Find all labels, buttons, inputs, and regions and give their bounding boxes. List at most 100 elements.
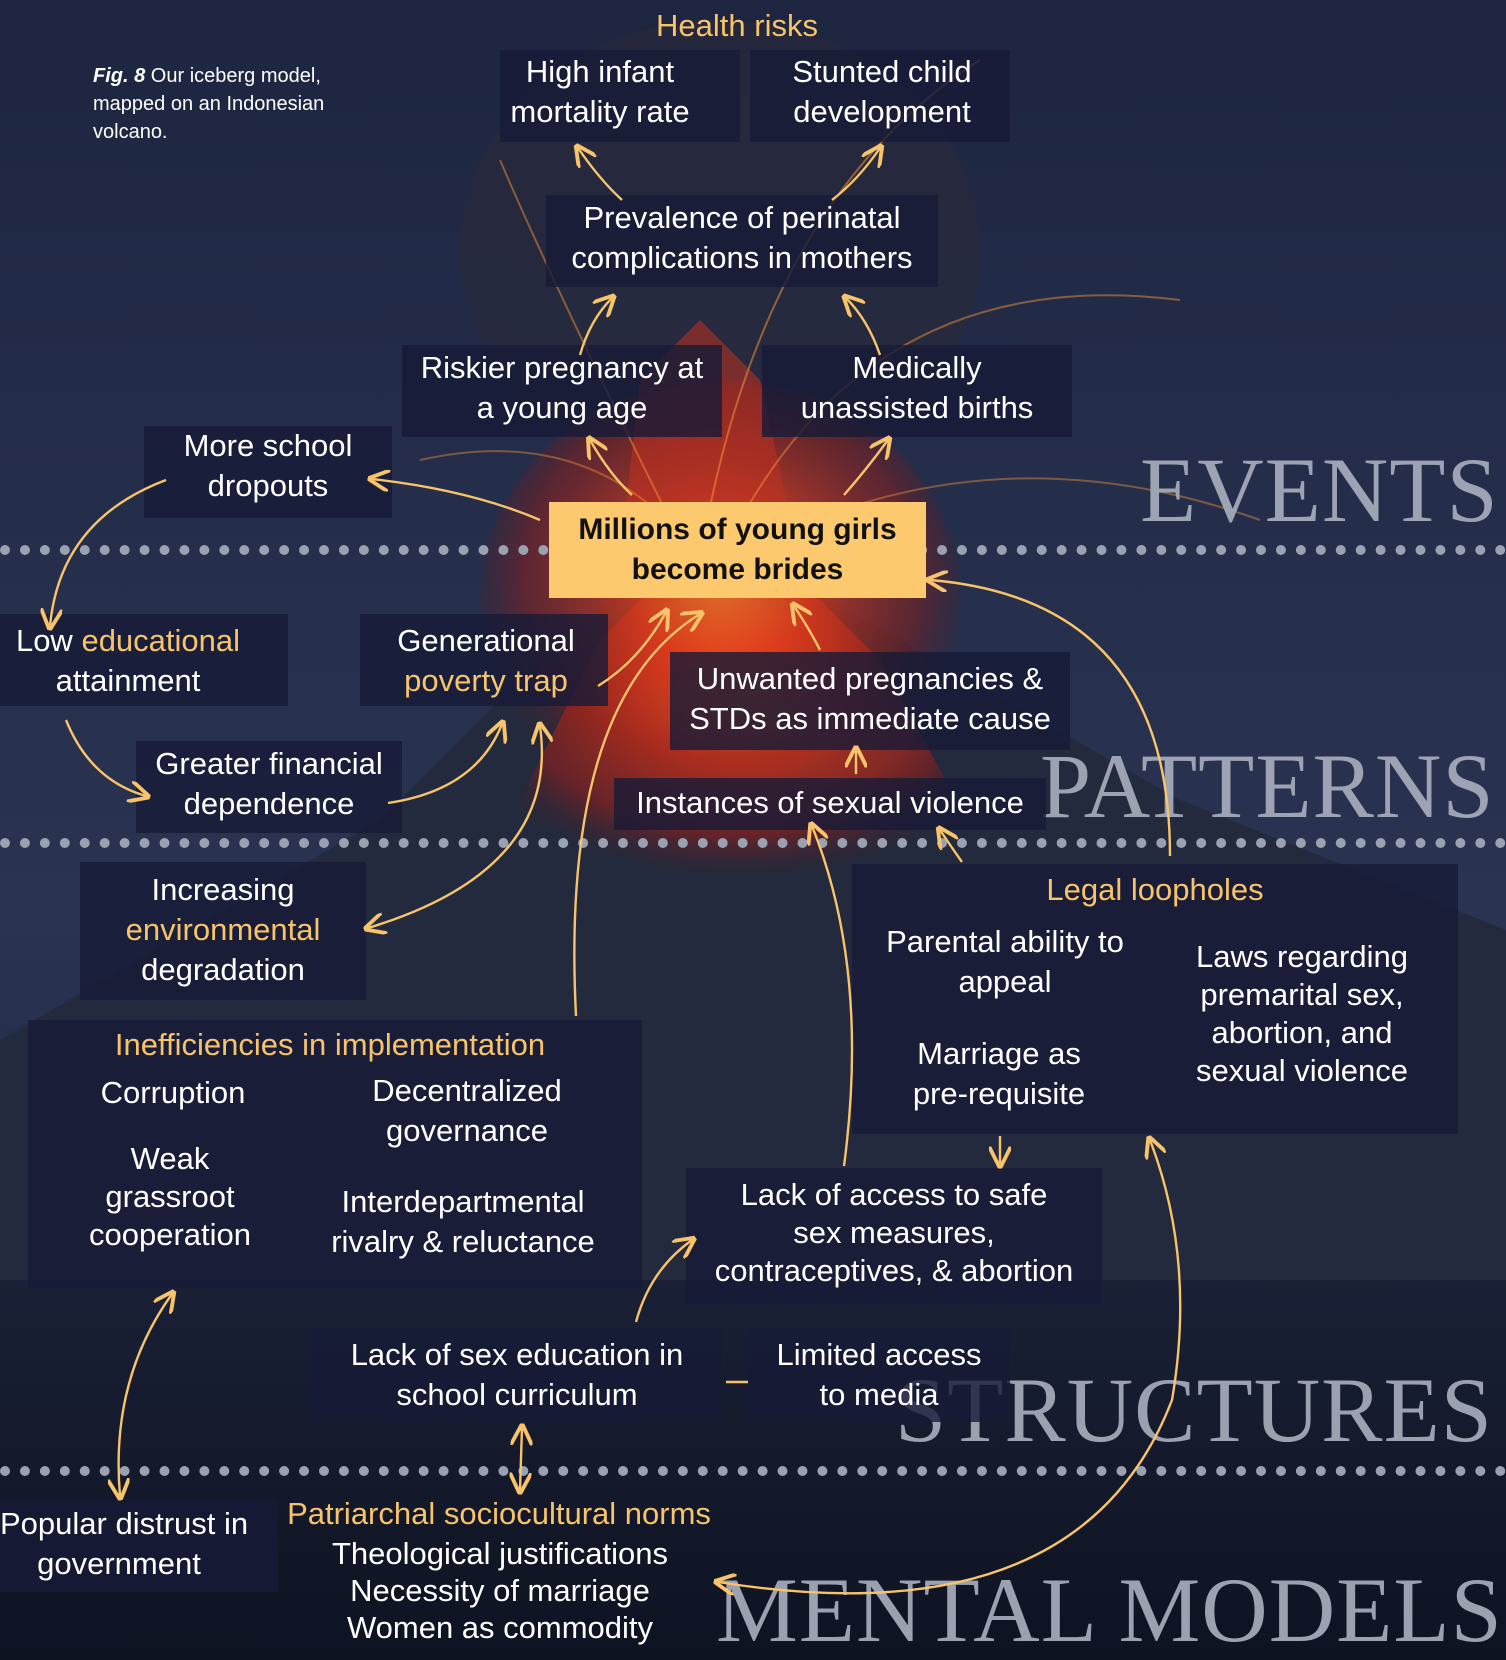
environment-box bbox=[80, 862, 366, 1000]
node-safe-sex-line1: Lack of access to safe bbox=[740, 1177, 1048, 1212]
riskier-box bbox=[402, 345, 722, 437]
perinatal-box bbox=[546, 195, 938, 287]
unassisted-box bbox=[762, 345, 1072, 437]
node-media-line2: to media bbox=[819, 1377, 939, 1412]
node-sex-education: Lack of sex education in school curricul… bbox=[312, 1335, 722, 1415]
node-environmental-degradation: Increasing environmental degradation bbox=[80, 870, 366, 990]
inefficiencies-box bbox=[28, 1020, 642, 1288]
node-financial-line1: Greater financial bbox=[155, 746, 383, 781]
distrust-box bbox=[0, 1500, 278, 1592]
node-rivalry-line2: rivalry & reluctance bbox=[331, 1224, 595, 1259]
node-infant-mortality: High infant mortality rate bbox=[480, 52, 720, 132]
infant-box bbox=[500, 50, 740, 142]
node-riskier-line1: Riskier pregnancy at bbox=[420, 350, 704, 385]
node-unassisted-line2: unassisted births bbox=[800, 390, 1034, 425]
node-laws-line2: premarital sex, bbox=[1200, 977, 1404, 1012]
node-appeal-line1: Parental ability to bbox=[886, 924, 1124, 959]
node-safe-sex-line3: contraceptives, & abortion bbox=[714, 1253, 1074, 1288]
layer-label-mental-models: MENTAL MODELS bbox=[716, 1559, 1503, 1660]
node-media-access: Limited access to media bbox=[748, 1335, 1010, 1415]
node-patriarchal-line2: Necessity of marriage bbox=[350, 1573, 650, 1608]
node-financial-line2: dependence bbox=[183, 786, 355, 821]
sex-ed-box bbox=[312, 1328, 722, 1422]
node-decentral-line1: Decentralized bbox=[372, 1073, 562, 1108]
poverty-box bbox=[360, 614, 608, 706]
inefficiencies-title: Inefficiencies in implementation bbox=[114, 1027, 546, 1062]
low-education-accent: educational bbox=[81, 623, 241, 658]
node-prereq-line1: Marriage as bbox=[917, 1036, 1081, 1071]
node-laws: Laws regarding premarital sex, abortion,… bbox=[1170, 938, 1434, 1090]
node-stunted-development: Stunted child development bbox=[752, 52, 1012, 132]
node-perinatal-line2: complications in mothers bbox=[571, 240, 913, 275]
central-event-line2: become brides bbox=[631, 553, 844, 586]
legal-loopholes-box bbox=[852, 864, 1458, 1134]
low-education-pre: Low bbox=[15, 623, 73, 658]
figure-caption: Fig. 8 Our iceberg model, mapped on an I… bbox=[93, 62, 363, 146]
node-grassroot-line3: cooperation bbox=[88, 1217, 251, 1252]
central-event-line1: Millions of young girls bbox=[578, 513, 897, 546]
node-interdepartmental: Interdepartmental rivalry & reluctance bbox=[318, 1182, 608, 1262]
figure-number: Fig. 8 bbox=[93, 65, 146, 87]
legal-loopholes-title: Legal loopholes bbox=[1046, 872, 1264, 907]
node-parental-appeal: Parental ability to appeal bbox=[870, 922, 1140, 1002]
node-sex-ed-line1: Lack of sex education in bbox=[350, 1337, 684, 1372]
node-poverty-accent: poverty trap bbox=[404, 663, 568, 698]
node-low-education-line1: Low educational bbox=[0, 621, 256, 661]
health-risks-title: Health risks bbox=[656, 8, 818, 43]
divider-patterns bbox=[0, 838, 1506, 848]
node-patriarchal-line3: Women as commodity bbox=[346, 1610, 654, 1645]
node-unassisted-line1: Medically bbox=[852, 350, 982, 385]
child-box bbox=[750, 50, 1010, 142]
node-riskier-line2: a young age bbox=[476, 390, 648, 425]
node-distrust: Popular distrust in government bbox=[0, 1504, 249, 1584]
node-laws-line1: Laws regarding bbox=[1196, 939, 1408, 974]
node-poverty-line1: Generational bbox=[397, 623, 575, 658]
node-patriarchal-line1: Theological justifications bbox=[331, 1536, 668, 1571]
node-marriage-prerequisite: Marriage as pre-requisite bbox=[870, 1034, 1128, 1114]
node-perinatal: Prevalence of perinatal complications in… bbox=[542, 198, 942, 278]
patriarchal-title: Patriarchal sociocultural norms bbox=[287, 1496, 711, 1531]
dropouts-box bbox=[144, 426, 392, 518]
node-infant-line2: mortality rate bbox=[510, 94, 690, 129]
layer-label-events: EVENTS bbox=[1140, 439, 1499, 541]
node-grassroot-line2: grassroot bbox=[105, 1179, 235, 1214]
node-child-line2: development bbox=[793, 94, 971, 129]
node-laws-line4: sexual violence bbox=[1196, 1053, 1408, 1088]
figure-caption-text: Our iceberg model, mapped on an Indonesi… bbox=[93, 65, 325, 143]
node-safe-sex-access: Lack of access to safe sex measures, con… bbox=[686, 1176, 1102, 1290]
node-sexual-violence: Instances of sexual violence bbox=[636, 785, 1024, 820]
node-unwanted-pregnancies: Unwanted pregnancies & STDs as immediate… bbox=[670, 659, 1070, 739]
node-appeal-line2: appeal bbox=[958, 964, 1052, 999]
node-safe-sex-line2: sex measures, bbox=[793, 1215, 995, 1250]
node-riskier-pregnancy: Riskier pregnancy at a young age bbox=[402, 348, 722, 428]
node-environment-accent: environmental bbox=[125, 912, 321, 947]
node-environment-line1: Increasing bbox=[151, 872, 295, 907]
central-event-box: Millions of young girls become brides bbox=[549, 502, 926, 598]
node-unwanted-line1: Unwanted pregnancies & bbox=[696, 661, 1044, 696]
divider-structures bbox=[0, 1466, 1506, 1476]
layer-label-patterns: PATTERNS bbox=[1040, 735, 1495, 837]
node-poverty-trap: Generational poverty trap bbox=[360, 621, 612, 701]
node-child-line1: Stunted child bbox=[792, 54, 972, 89]
node-dropouts-line1: More school bbox=[183, 428, 353, 463]
node-perinatal-line1: Prevalence of perinatal bbox=[583, 200, 901, 235]
node-laws-line3: abortion, and bbox=[1211, 1015, 1393, 1050]
node-media-line1: Limited access bbox=[776, 1337, 982, 1372]
node-financial-dependence: Greater financial dependence bbox=[136, 744, 402, 824]
node-dropouts-line2: dropouts bbox=[207, 468, 329, 503]
node-grassroot: Weak grassroot cooperation bbox=[70, 1140, 270, 1254]
node-decentral-line2: governance bbox=[385, 1113, 548, 1148]
node-unwanted-line2: STDs as immediate cause bbox=[689, 701, 1051, 736]
node-low-education-line2: attainment bbox=[55, 663, 201, 698]
node-decentralized: Decentralized governance bbox=[340, 1071, 594, 1151]
node-grassroot-line1: Weak bbox=[130, 1141, 210, 1176]
node-rivalry-line1: Interdepartmental bbox=[341, 1184, 585, 1219]
node-unassisted-births: Medically unassisted births bbox=[762, 348, 1072, 428]
node-distrust-line2: government bbox=[37, 1546, 201, 1581]
node-distrust-line1: Popular distrust in bbox=[0, 1506, 249, 1541]
node-prereq-line2: pre-requisite bbox=[912, 1076, 1086, 1111]
node-sex-ed-line2: school curriculum bbox=[396, 1377, 638, 1412]
node-low-education: Low educational attainment bbox=[0, 621, 256, 701]
node-patriarchal-norms: Theological justifications Necessity of … bbox=[290, 1535, 710, 1646]
